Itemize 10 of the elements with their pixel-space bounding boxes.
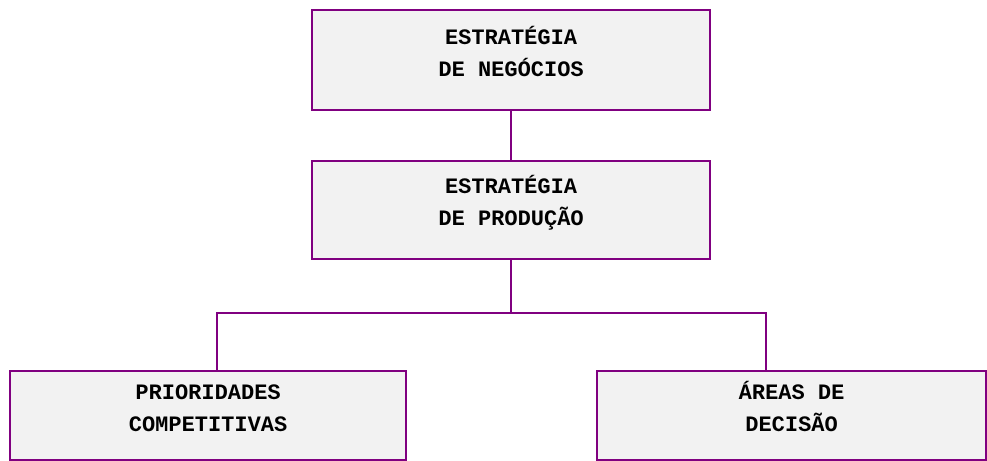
process-box bbox=[596, 370, 987, 461]
box-label: PRIORIDADES COMPETITIVAS bbox=[128, 380, 288, 440]
box-label: ÁREAS DE DECISÃO bbox=[738, 380, 846, 440]
box-label: ESTRATÉGIA DE NEGÓCIOS bbox=[437, 24, 585, 85]
process-box bbox=[311, 160, 711, 260]
connector-line bbox=[510, 111, 512, 160]
box-label: ESTRATÉGIA DE PRODUÇÃO bbox=[437, 174, 585, 234]
process-box bbox=[311, 9, 711, 111]
process-box bbox=[9, 370, 407, 461]
connector-line bbox=[510, 260, 767, 370]
